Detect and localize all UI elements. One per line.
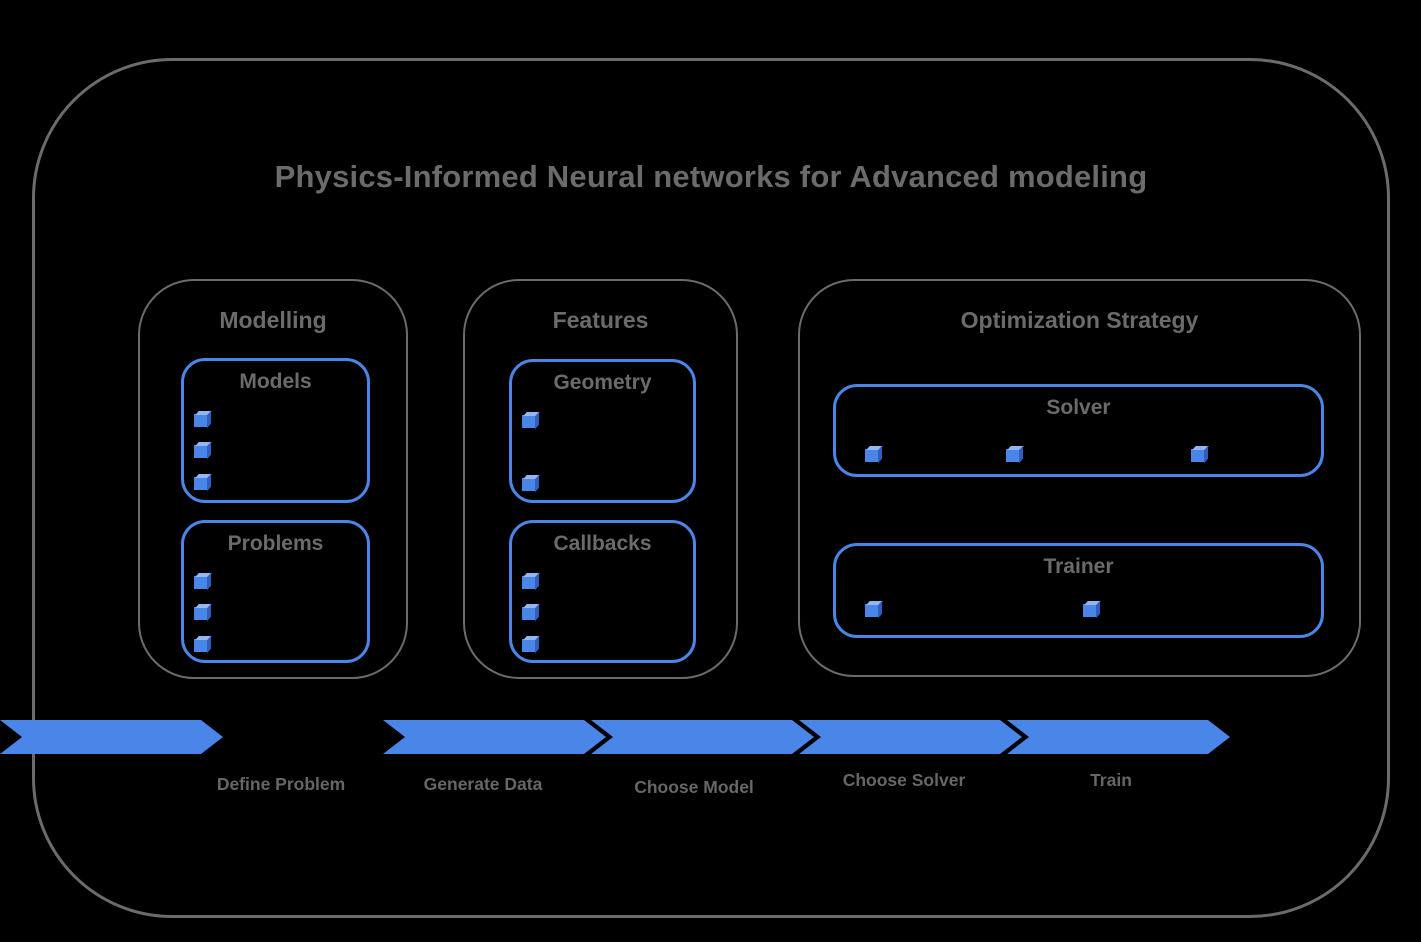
section-optimization-strategy: Optimization Strategy Solver Trainer [798, 279, 1361, 677]
cube-icon [194, 603, 212, 621]
box-title: Geometry [553, 371, 652, 394]
cube-icon [1191, 445, 1209, 463]
box-models: Models [181, 358, 370, 503]
bullet-list [512, 362, 693, 500]
flow-step-label: Generate Data [423, 774, 543, 794]
flow-step-label: Choose Model [634, 777, 754, 797]
cube-icon [194, 441, 212, 459]
box-callbacks: Callbacks [509, 520, 696, 663]
section-title: Optimization Strategy [960, 307, 1199, 333]
box-problems: Problems [181, 520, 370, 663]
bullet-list [184, 361, 367, 500]
box-trainer: Trainer [833, 543, 1324, 638]
flow-arrow-segment-5 [0, 720, 223, 754]
cube-icon [522, 572, 540, 590]
flow-arrow-segment-4 [1007, 720, 1230, 754]
cube-icon [194, 635, 212, 653]
flow-step-label: Train [1090, 770, 1132, 790]
cube-icon [1083, 600, 1101, 618]
cube-icon [1006, 445, 1024, 463]
cube-icon [865, 445, 883, 463]
flow-step-label: Choose Solver [842, 770, 966, 790]
cube-icon [522, 474, 540, 492]
section-title: Features [552, 307, 649, 333]
cube-icon [194, 410, 212, 428]
box-title: Solver [1046, 396, 1111, 419]
section-features: Features Geometry Callbacks [463, 279, 738, 679]
cube-icon [194, 473, 212, 491]
section-modelling: Modelling Models Problems [138, 279, 408, 679]
cube-icon [522, 635, 540, 653]
flow-step-label: Define Problem [216, 774, 346, 794]
cube-icon [522, 603, 540, 621]
box-title: Trainer [1043, 555, 1114, 578]
diagram-title: Physics-Informed Neural networks for Adv… [274, 159, 1148, 194]
bullet-list [836, 387, 1321, 474]
bullet-list [184, 523, 367, 660]
bullet-list [512, 523, 693, 660]
box-solver: Solver [833, 384, 1324, 477]
cube-icon [865, 600, 883, 618]
section-title: Modelling [219, 307, 327, 333]
flow-arrow-segment-2 [591, 720, 814, 754]
cube-icon [522, 411, 540, 429]
box-geometry: Geometry [509, 359, 696, 503]
diagram-outer-container: Physics-Informed Neural networks for Adv… [32, 58, 1390, 918]
flow-arrow-segment-3 [799, 720, 1022, 754]
box-title: Models [239, 370, 312, 393]
cube-icon [194, 572, 212, 590]
bullet-list [836, 546, 1321, 635]
box-title: Problems [227, 532, 324, 555]
flow-arrow-segment-1 [383, 720, 606, 754]
box-title: Callbacks [553, 532, 652, 555]
